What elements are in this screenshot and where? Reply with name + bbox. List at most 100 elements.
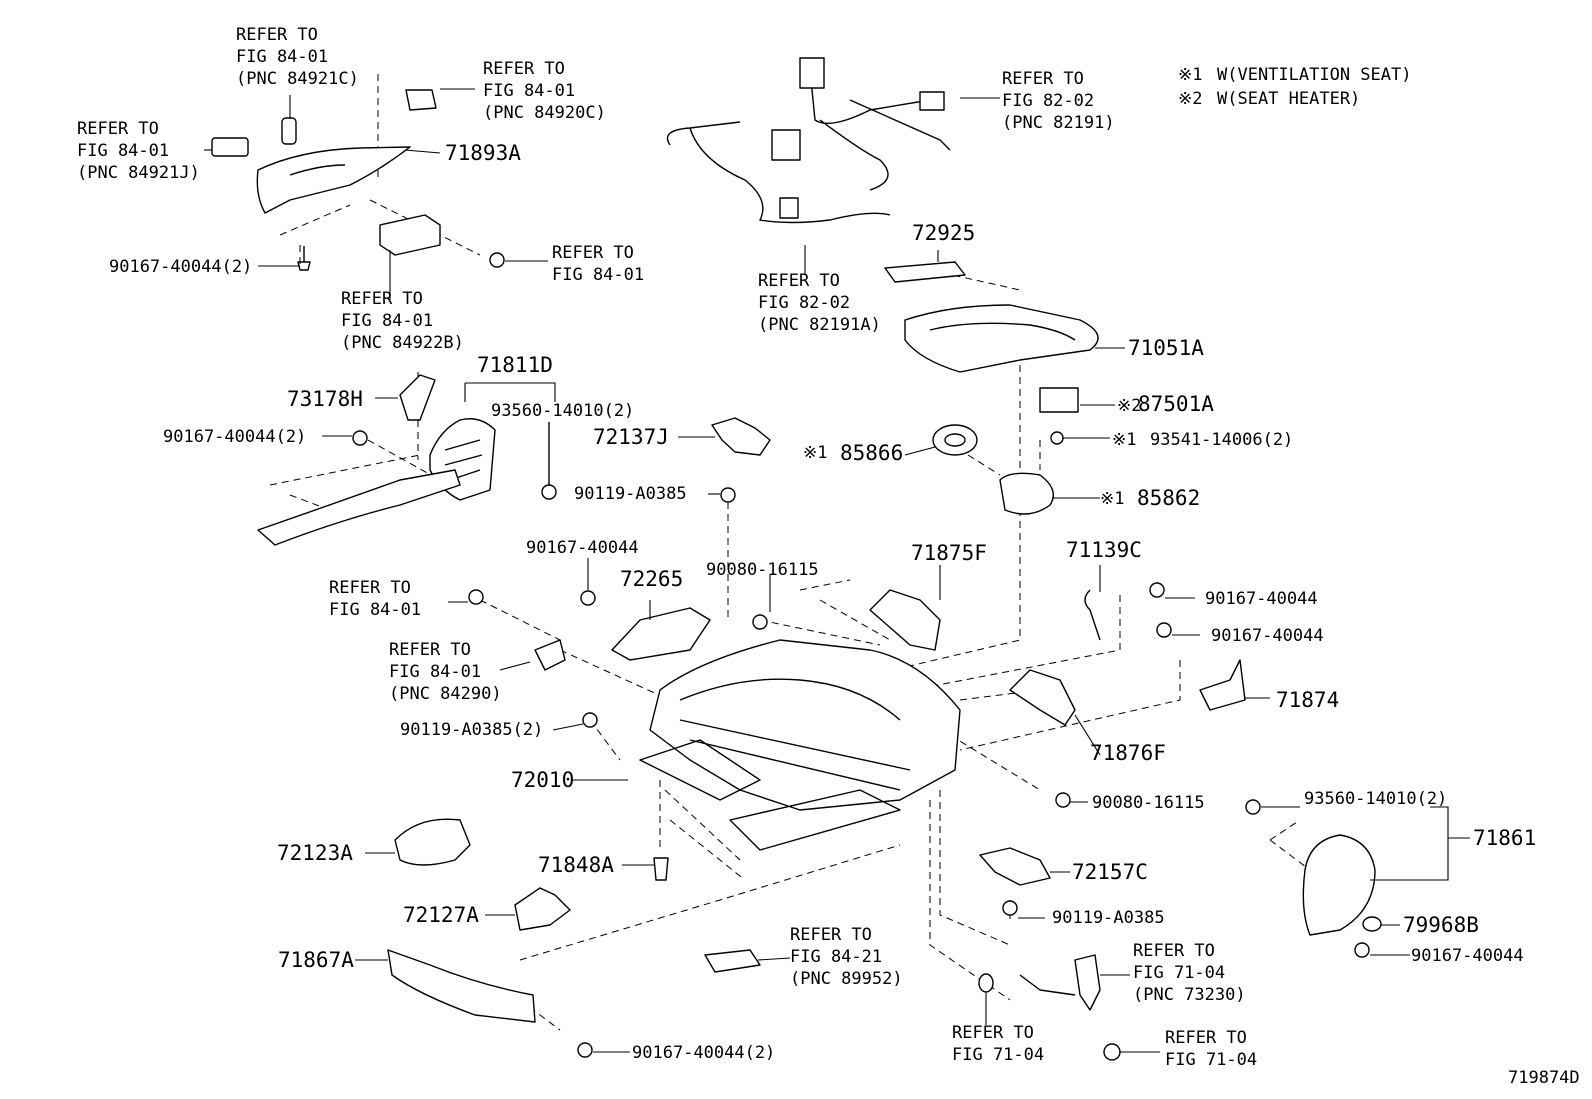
ref-84921j-line3: (PNC 84921J) bbox=[77, 163, 200, 183]
part-71867a-label: 71867A bbox=[278, 948, 354, 972]
ref-7104-b-line2: FIG 71-04 bbox=[1165, 1050, 1257, 1070]
connector-icon bbox=[779, 197, 799, 219]
side-cover-71893a bbox=[256, 146, 411, 214]
nut-icon bbox=[1103, 1043, 1121, 1061]
part-72157c-label: 72157C bbox=[1072, 860, 1148, 884]
screw-icon bbox=[1050, 431, 1064, 445]
part-71876f-label: 71876F bbox=[1090, 741, 1166, 765]
part-71861-label: 71861 bbox=[1473, 826, 1536, 850]
fan-85866-icon bbox=[932, 424, 978, 456]
bracket-72137j bbox=[711, 417, 771, 456]
screw-icon bbox=[1055, 792, 1071, 808]
part-90167-40044-2-label-a: 90167-40044(2) bbox=[109, 257, 252, 277]
blower-85862-icon bbox=[999, 472, 1054, 515]
connector-icon bbox=[771, 129, 801, 161]
callout-labels: REFER TO FIG 84-01 (PNC 84921C) REFER TO… bbox=[77, 25, 1536, 1070]
mark-2-87501a: ※2 bbox=[1117, 396, 1141, 416]
ref-fig8401-a-line1: REFER TO bbox=[552, 243, 634, 263]
notes-legend: ※1 W(VENTILATION SEAT) ※2 W(SEAT HEATER) bbox=[1178, 65, 1411, 109]
part-90119-a0385-2-label: 90119-A0385(2) bbox=[400, 720, 543, 740]
module-84922b-icon bbox=[379, 214, 441, 256]
ref-82191-line3: (PNC 82191) bbox=[1002, 113, 1115, 133]
part-93560-14010-2-label-a: 93560-14010(2) bbox=[491, 401, 634, 421]
ref-fig8401-b-line1: REFER TO bbox=[329, 578, 411, 598]
bracket-71876f bbox=[1009, 669, 1076, 726]
connector-89952-icon bbox=[704, 949, 761, 973]
ref-7104-b-line1: REFER TO bbox=[1165, 1028, 1247, 1048]
note-1-mark: ※1 bbox=[1178, 65, 1202, 85]
ref-84921j-line2: FIG 84-01 bbox=[77, 141, 169, 161]
ref-82191a-line2: FIG 82-02 bbox=[758, 293, 850, 313]
screw-icon bbox=[720, 487, 736, 503]
part-90119-a0385-label-a: 90119-A0385 bbox=[574, 484, 687, 504]
ref-84920c-line1: REFER TO bbox=[483, 59, 565, 79]
bracket-72265 bbox=[611, 607, 711, 661]
heater-71051a bbox=[904, 304, 1099, 373]
wire-harness-82191a bbox=[666, 121, 891, 224]
screw-icon bbox=[1354, 942, 1370, 958]
part-90080-16115-label-b: 90080-16115 bbox=[1092, 793, 1205, 813]
seat-frame-72010 bbox=[649, 639, 961, 811]
part-85862-label: 85862 bbox=[1137, 486, 1200, 510]
ref-7104-a-line2: FIG 71-04 bbox=[952, 1045, 1044, 1065]
ref-82191-line1: REFER TO bbox=[1002, 69, 1084, 89]
mark-1-85866: ※1 bbox=[803, 443, 827, 463]
part-72265-label: 72265 bbox=[620, 567, 683, 591]
bracket-72127a bbox=[514, 887, 571, 931]
part-72127a-label: 72127A bbox=[403, 903, 479, 927]
part-71051a-label: 71051A bbox=[1128, 336, 1204, 360]
part-90167-40044-label-a: 90167-40044 bbox=[526, 538, 639, 558]
mark-1-93541: ※1 bbox=[1112, 430, 1136, 450]
screw-icon bbox=[580, 590, 596, 606]
part-71893a-label: 71893A bbox=[445, 141, 521, 165]
connector-icon bbox=[919, 91, 945, 111]
wire-harness-82191 bbox=[809, 69, 951, 191]
part-90167-40044-label-c: 90167-40044 bbox=[1211, 626, 1324, 646]
bracket-rail-icon bbox=[257, 469, 461, 546]
part-71874-label: 71874 bbox=[1276, 688, 1339, 712]
part-71875f-label: 71875F bbox=[911, 541, 987, 565]
ref-82191-line2: FIG 82-02 bbox=[1002, 91, 1094, 111]
part-90119-a0385-label-b: 90119-A0385 bbox=[1052, 908, 1165, 928]
ref-73230-line3: (PNC 73230) bbox=[1133, 985, 1246, 1005]
ref-89952-line2: FIG 84-21 bbox=[790, 947, 882, 967]
module-87501a-icon bbox=[1039, 387, 1079, 413]
ref-84290-line3: (PNC 84290) bbox=[389, 684, 502, 704]
connector-icon bbox=[799, 57, 825, 89]
note-1-text: W(VENTILATION SEAT) bbox=[1217, 65, 1411, 85]
spring-71139c bbox=[1084, 589, 1101, 641]
screw-icon bbox=[541, 484, 557, 500]
part-87501a-label: 87501A bbox=[1138, 392, 1214, 416]
ref-73230-line2: FIG 71-04 bbox=[1133, 963, 1225, 983]
note-2-mark: ※2 bbox=[1178, 89, 1202, 109]
ref-73230-line1: REFER TO bbox=[1133, 941, 1215, 961]
ref-84921c-line3: (PNC 84921C) bbox=[236, 69, 359, 89]
part-72925-label: 72925 bbox=[912, 221, 975, 245]
part-93541-14006-2-label: 93541-14006(2) bbox=[1150, 430, 1293, 450]
screw-icon bbox=[1245, 799, 1261, 815]
ref-84922b-line3: (PNC 84922B) bbox=[341, 333, 464, 353]
ref-84921j-line1: REFER TO bbox=[77, 119, 159, 139]
ref-89952-line3: (PNC 89952) bbox=[790, 969, 903, 989]
part-90167-40044-label-d: 90167-40044 bbox=[1411, 946, 1524, 966]
mark-1-85862: ※1 bbox=[1100, 489, 1124, 509]
ref-84290-line1: REFER TO bbox=[389, 640, 471, 660]
cover-72123a bbox=[394, 818, 471, 866]
ref-84921c-line1: REFER TO bbox=[236, 25, 318, 45]
part-71139c-label: 71139C bbox=[1066, 538, 1142, 562]
washer-icon bbox=[978, 973, 994, 993]
switch-84921j-icon bbox=[211, 137, 249, 157]
ref-84920c-line3: (PNC 84920C) bbox=[483, 103, 606, 123]
ref-82191a-line1: REFER TO bbox=[758, 271, 840, 291]
part-71811d-label: 71811D bbox=[477, 353, 553, 377]
screw-icon bbox=[489, 252, 505, 268]
ref-89952-line1: REFER TO bbox=[790, 925, 872, 945]
bracket-71874 bbox=[1199, 659, 1246, 711]
ref-82191a-line3: (PNC 82191A) bbox=[758, 315, 881, 335]
part-72010-label: 72010 bbox=[511, 768, 574, 792]
screw-icon bbox=[1149, 582, 1165, 598]
part-79968b-label: 79968B bbox=[1403, 913, 1479, 937]
part-90167-40044-label-b: 90167-40044 bbox=[1205, 589, 1318, 609]
bracket-72157c bbox=[979, 847, 1051, 886]
